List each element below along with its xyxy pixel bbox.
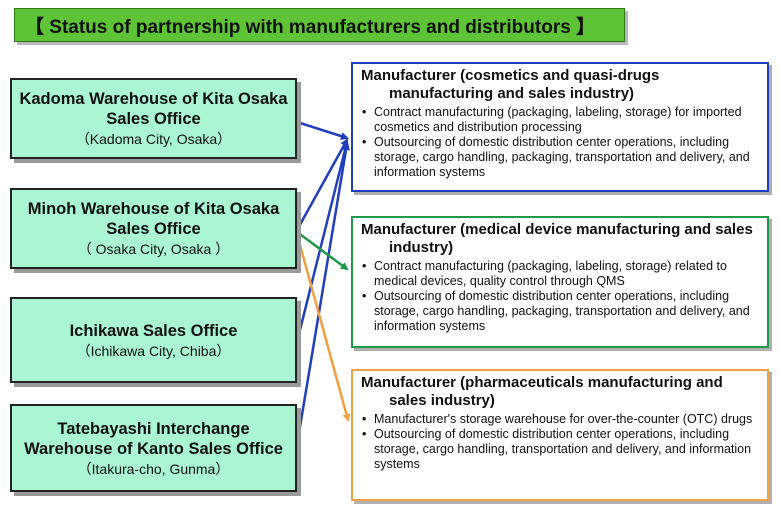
office-box-minoh: Minoh Warehouse of Kita Osaka Sales Offi…: [10, 188, 297, 269]
office-location: （Itakura-cho, Gunma）: [77, 460, 230, 477]
office-box-kadoma: Kadoma Warehouse of Kita Osaka Sales Off…: [10, 78, 297, 159]
manufacturer-bullet: Outsourcing of domestic distribution cen…: [361, 427, 759, 472]
office-location: （Kadoma City, Osaka）: [75, 131, 232, 147]
arrow-tatebayashi-to-cosmetics: [295, 142, 350, 446]
arrow-minoh-to-pharma: [295, 233, 351, 422]
manufacturer-bullet: Manufacturer's storage warehouse for ove…: [361, 412, 759, 427]
arrow-minoh-to-cosmetics: [295, 138, 349, 231]
manufacturer-bullet: Contract manufacturing (packaging, label…: [361, 105, 759, 135]
arrow-ichikawa-to-cosmetics: [295, 140, 350, 343]
diagram-title: 【 Status of partnership with manufacture…: [14, 8, 625, 42]
manufacturer-heading: Manufacturer (pharmaceuticals manufactur…: [361, 374, 723, 409]
office-box-ichikawa: Ichikawa Sales Office （Ichikawa City, Ch…: [10, 297, 297, 383]
arrow-kadoma-to-cosmetics: [296, 120, 349, 140]
manufacturer-bullet: Outsourcing of domestic distribution cen…: [361, 289, 759, 334]
manufacturer-box-pharmaceuticals: Manufacturer (pharmaceuticals manufactur…: [351, 369, 769, 501]
office-location: （ Osaka City, Osaka ）: [77, 241, 230, 257]
manufacturer-heading: Manufacturer (cosmetics and quasi-drugs …: [361, 67, 660, 102]
office-name: Kadoma Warehouse of Kita Osaka Sales Off…: [19, 90, 288, 128]
office-name: Minoh Warehouse of Kita Osaka Sales Offi…: [27, 200, 280, 238]
office-name: Tatebayashi Interchange Warehouse of Kan…: [24, 419, 283, 458]
manufacturer-heading: Manufacturer (medical device manufacturi…: [361, 221, 753, 256]
manufacturer-box-medical-device: Manufacturer (medical device manufacturi…: [351, 216, 769, 348]
manufacturer-bullet: Contract manufacturing (packaging, label…: [361, 259, 759, 289]
office-location: （Ichikawa City, Chiba）: [76, 342, 231, 359]
office-box-tatebayashi: Tatebayashi Interchange Warehouse of Kan…: [10, 404, 297, 492]
office-name: Ichikawa Sales Office: [69, 321, 238, 340]
arrow-minoh-to-medical: [296, 230, 349, 271]
manufacturer-box-cosmetics: Manufacturer (cosmetics and quasi-drugs …: [351, 62, 769, 192]
manufacturer-bullet: Outsourcing of domestic distribution cen…: [361, 135, 759, 180]
